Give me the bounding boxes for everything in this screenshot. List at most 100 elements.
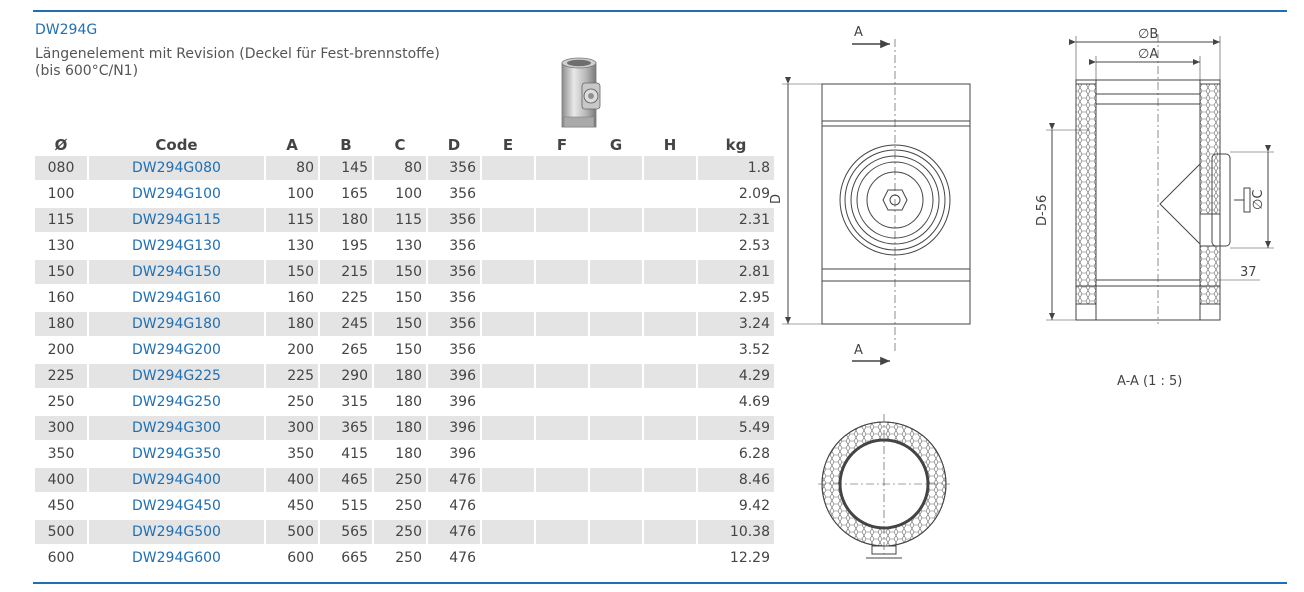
cell-g bbox=[590, 338, 642, 364]
cell-c: 180 bbox=[374, 442, 426, 468]
cell-diameter: 250 bbox=[35, 390, 87, 416]
cell-b: 315 bbox=[320, 390, 372, 416]
dim-37-label: 37 bbox=[1240, 265, 1257, 280]
cell-code[interactable]: DW294G500 bbox=[89, 520, 264, 546]
cell-f bbox=[536, 208, 588, 234]
cell-a: 80 bbox=[266, 156, 318, 182]
cell-f bbox=[536, 416, 588, 442]
header-e: E bbox=[502, 136, 514, 154]
table-header-row: Ø Code A B C D E F G H kg bbox=[35, 134, 774, 156]
header-a: A bbox=[286, 136, 298, 154]
cell-h bbox=[644, 520, 696, 546]
cell-b: 565 bbox=[320, 520, 372, 546]
cell-d: 356 bbox=[428, 156, 480, 182]
section-scale-label: A-A (1 : 5) bbox=[1117, 374, 1183, 389]
cell-c: 130 bbox=[374, 234, 426, 260]
front-view-body bbox=[821, 83, 971, 325]
cell-diameter: 400 bbox=[35, 468, 87, 494]
cell-a: 400 bbox=[266, 468, 318, 494]
cell-g bbox=[590, 520, 642, 546]
cell-code[interactable]: DW294G600 bbox=[89, 546, 264, 572]
cell-g bbox=[590, 416, 642, 442]
cell-code[interactable]: DW294G150 bbox=[89, 260, 264, 286]
cell-c: 180 bbox=[374, 390, 426, 416]
cell-code[interactable]: DW294G200 bbox=[89, 338, 264, 364]
cell-kg: 10.38 bbox=[698, 520, 774, 546]
cell-b: 225 bbox=[320, 286, 372, 312]
cell-diameter: 350 bbox=[35, 442, 87, 468]
cell-h bbox=[644, 338, 696, 364]
cell-code[interactable]: DW294G400 bbox=[89, 468, 264, 494]
cell-code[interactable]: DW294G100 bbox=[89, 182, 264, 208]
cell-b: 465 bbox=[320, 468, 372, 494]
cell-code[interactable]: DW294G225 bbox=[89, 364, 264, 390]
cell-diameter: 180 bbox=[35, 312, 87, 338]
cell-f bbox=[536, 312, 588, 338]
cell-e bbox=[482, 416, 534, 442]
cell-a: 450 bbox=[266, 494, 318, 520]
cell-kg: 1.8 bbox=[698, 156, 774, 182]
product-photo bbox=[561, 57, 601, 128]
header-g: G bbox=[609, 136, 623, 154]
cell-f bbox=[536, 260, 588, 286]
cell-diameter: 130 bbox=[35, 234, 87, 260]
cell-g bbox=[590, 260, 642, 286]
cell-c: 250 bbox=[374, 494, 426, 520]
cell-e bbox=[482, 234, 534, 260]
header-h: H bbox=[663, 136, 677, 154]
cell-a: 600 bbox=[266, 546, 318, 572]
header-code: Code bbox=[155, 136, 198, 154]
cell-diameter: 115 bbox=[35, 208, 87, 234]
cell-code[interactable]: DW294G160 bbox=[89, 286, 264, 312]
cell-g bbox=[590, 312, 642, 338]
cell-h bbox=[644, 494, 696, 520]
cell-code[interactable]: DW294G130 bbox=[89, 234, 264, 260]
cell-f bbox=[536, 494, 588, 520]
cell-code[interactable]: DW294G080 bbox=[89, 156, 264, 182]
cell-g bbox=[590, 234, 642, 260]
cell-b: 515 bbox=[320, 494, 372, 520]
cell-code[interactable]: DW294G450 bbox=[89, 494, 264, 520]
cell-kg: 9.42 bbox=[698, 494, 774, 520]
cell-diameter: 300 bbox=[35, 416, 87, 442]
cell-code[interactable]: DW294G300 bbox=[89, 416, 264, 442]
cell-a: 130 bbox=[266, 234, 318, 260]
cell-kg: 6.28 bbox=[698, 442, 774, 468]
cell-kg: 2.53 bbox=[698, 234, 774, 260]
cell-d: 356 bbox=[428, 286, 480, 312]
cell-d: 396 bbox=[428, 416, 480, 442]
dim-dia-b-label: ∅B bbox=[1138, 27, 1158, 42]
cell-f bbox=[536, 364, 588, 390]
cell-c: 150 bbox=[374, 312, 426, 338]
cell-f bbox=[536, 468, 588, 494]
cell-h bbox=[644, 390, 696, 416]
cell-c: 150 bbox=[374, 338, 426, 364]
header-d: D bbox=[447, 136, 461, 154]
cell-code[interactable]: DW294G350 bbox=[89, 442, 264, 468]
cell-d: 356 bbox=[428, 312, 480, 338]
cell-b: 195 bbox=[320, 234, 372, 260]
cell-diameter: 100 bbox=[35, 182, 87, 208]
cell-d: 396 bbox=[428, 442, 480, 468]
cell-d: 476 bbox=[428, 546, 480, 572]
cell-h bbox=[644, 546, 696, 572]
cell-diameter: 160 bbox=[35, 286, 87, 312]
cell-a: 100 bbox=[266, 182, 318, 208]
cell-e bbox=[482, 156, 534, 182]
cell-a: 180 bbox=[266, 312, 318, 338]
cell-code[interactable]: DW294G180 bbox=[89, 312, 264, 338]
cell-e bbox=[482, 364, 534, 390]
cell-c: 250 bbox=[374, 546, 426, 572]
dim-d56-label: D-56 bbox=[1035, 195, 1050, 226]
cell-code[interactable]: DW294G250 bbox=[89, 390, 264, 416]
cell-h bbox=[644, 286, 696, 312]
cell-b: 145 bbox=[320, 156, 372, 182]
cell-c: 115 bbox=[374, 208, 426, 234]
cell-f bbox=[536, 442, 588, 468]
cell-code[interactable]: DW294G115 bbox=[89, 208, 264, 234]
cell-a: 250 bbox=[266, 390, 318, 416]
section-marker-bottom: A bbox=[854, 343, 863, 358]
